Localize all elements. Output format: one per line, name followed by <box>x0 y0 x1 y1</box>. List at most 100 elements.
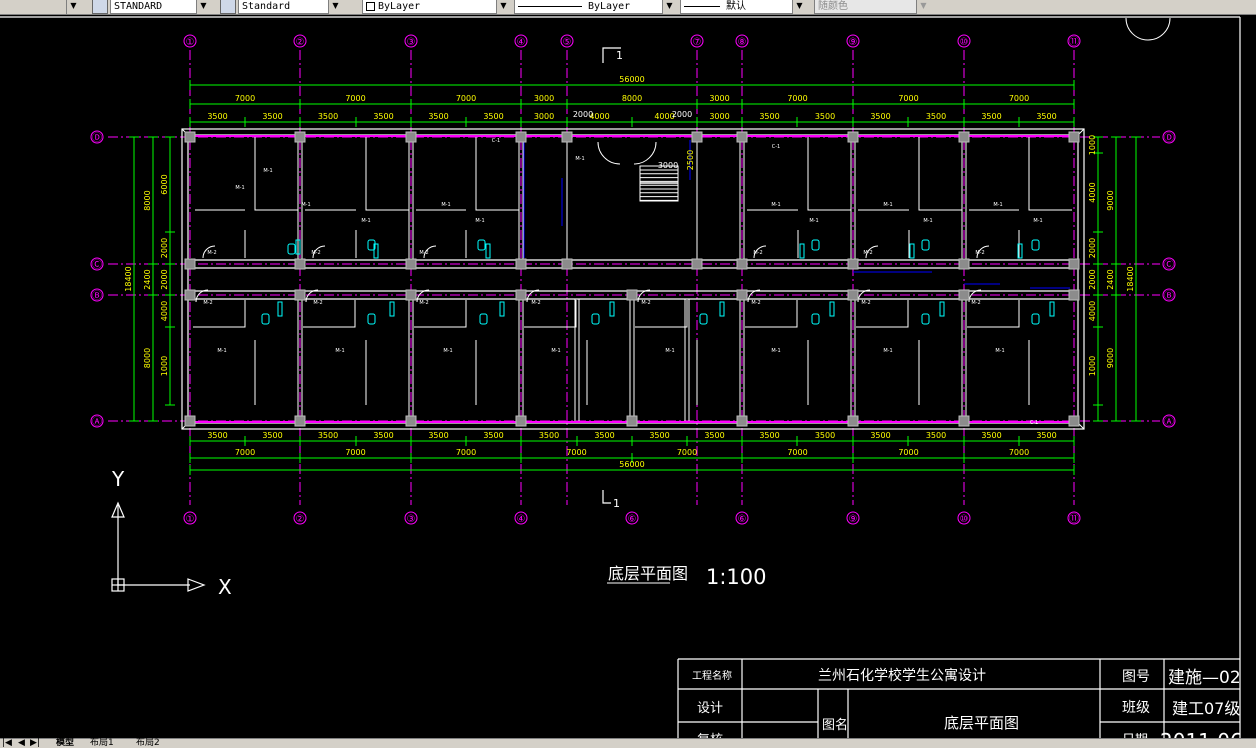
dropdown-arrow-icon[interactable]: ▼ <box>328 0 342 14</box>
sink-icon <box>485 243 491 259</box>
section-mark-bottom-label: 1 <box>613 497 620 510</box>
window-tag: C-1 <box>772 144 780 150</box>
dim-half-top-text: 3500 <box>428 112 448 121</box>
axis-label-bottom: ⑩ <box>960 514 969 525</box>
dim-half-top-text: 3500 <box>318 112 338 121</box>
tab-nav-first-icon[interactable]: |◀ <box>2 738 12 748</box>
dropdown-arrow-icon[interactable]: ▼ <box>66 0 80 14</box>
layer-select[interactable]: ByLayer <box>362 0 510 14</box>
dim-half-bottom-text: 3500 <box>539 431 559 440</box>
dim-bay-top-text: 7000 <box>235 94 255 103</box>
axis-label-right-circle <box>1162 130 1176 144</box>
dim-half-bottom-text: 3500 <box>483 431 503 440</box>
column <box>736 131 748 143</box>
axis-label-top-circle <box>735 34 749 48</box>
axis-label-bottom-circle <box>625 511 639 525</box>
column <box>294 131 306 143</box>
project-name: 兰州石化学校学生公寓设计 <box>818 667 986 684</box>
column <box>405 258 417 270</box>
dim-left-inner-text: 1000 <box>160 356 169 376</box>
dim-total-bottom-text: 56000 <box>619 460 644 469</box>
dropdown-arrow-icon[interactable]: ▼ <box>662 0 676 14</box>
sink-icon <box>609 301 615 317</box>
tab-model[interactable]: 模型 <box>56 738 75 748</box>
column <box>184 131 196 143</box>
dropdown-arrow-icon[interactable]: ▼ <box>916 0 930 14</box>
column <box>736 415 748 427</box>
layer-value: ByLayer <box>378 1 421 12</box>
drawing-name-label: 图名 <box>822 717 848 733</box>
axis-label-left-circle <box>90 130 104 144</box>
dim-right-inner-text: 2000 <box>1088 269 1097 289</box>
door-arc-icon <box>312 245 326 259</box>
axis-label-right: Ⓐ <box>1164 416 1174 428</box>
text-style-icon[interactable] <box>92 0 108 14</box>
dim-half-top-text: 3500 <box>207 112 227 121</box>
axis-label-top-circle <box>690 34 704 48</box>
lineweight-select[interactable]: 默认 <box>680 0 806 14</box>
dim-left-mid-text: 8000 <box>143 348 152 368</box>
door-tag: M-2 <box>313 300 322 306</box>
linetype-select[interactable]: ByLayer <box>514 0 676 14</box>
axis-label-top-circle <box>560 34 574 48</box>
room-tag: M-1 <box>441 202 450 208</box>
axis-label-top: ① <box>186 37 195 48</box>
axis-label-bottom-circle <box>735 511 749 525</box>
column <box>561 258 573 270</box>
dim-half-bottom-text: 3500 <box>262 431 282 440</box>
door-arc-icon <box>195 289 209 303</box>
axis-label-top: ⑧ <box>738 37 747 48</box>
door-arc-icon <box>305 289 319 303</box>
room-tag: M-1 <box>923 218 932 224</box>
column <box>736 258 748 270</box>
axis-label-top-circle <box>846 34 860 48</box>
stair-dim-text: 2500 <box>686 150 695 170</box>
door-tag: M-2 <box>861 300 870 306</box>
column <box>958 415 970 427</box>
column <box>847 289 859 301</box>
dim-bay-top-text: 7000 <box>787 94 807 103</box>
ucs-icon <box>111 501 206 592</box>
axis-label-bottom-circle <box>1067 511 1081 525</box>
column <box>626 289 638 301</box>
door-tag: M-2 <box>975 250 984 256</box>
tab-nav-prev-icon[interactable]: ◀ <box>18 738 25 748</box>
door-arc-icon <box>416 289 430 303</box>
dim-style-icon[interactable] <box>220 0 236 14</box>
column <box>958 131 970 143</box>
tab-nav-next-icon[interactable]: ▶| <box>30 738 40 748</box>
door-arc-icon <box>865 245 879 259</box>
dim-style-select[interactable]: Standard <box>238 0 342 14</box>
dim-bay-top-text: 7000 <box>1009 94 1029 103</box>
dim-half-bottom-text: 3500 <box>207 431 227 440</box>
plot-style-select[interactable]: 随颜色 <box>814 0 930 14</box>
tab-layout2[interactable]: 布局2 <box>136 738 160 748</box>
dim-half-bottom-text: 3500 <box>649 431 669 440</box>
text-style-select[interactable]: STANDARD <box>110 0 210 14</box>
dim-right-inner-text: 2000 <box>1088 238 1097 258</box>
dropdown-arrow-icon[interactable]: ▼ <box>496 0 510 14</box>
door-tag: M-2 <box>419 300 428 306</box>
tab-layout1[interactable]: 布局1 <box>90 738 114 748</box>
dim-left-inner-text: 2000 <box>160 269 169 289</box>
plan-scale: 1:100 <box>706 565 767 589</box>
dropdown-arrow-icon[interactable]: ▼ <box>792 0 806 14</box>
sink-icon <box>829 301 835 317</box>
layout-tab-bar: |◀ ◀ ▶| 模型 布局1 布局2 <box>0 738 1256 748</box>
room-tag: M-1 <box>883 348 892 354</box>
entrance-door-icon <box>597 141 621 165</box>
axis-label-left: Ⓓ <box>92 132 102 144</box>
dim-half-bottom-text: 3500 <box>318 431 338 440</box>
dropdown-arrow-icon[interactable]: ▼ <box>196 0 210 14</box>
bathroom-wall <box>414 300 467 328</box>
sink-icon <box>719 301 725 317</box>
room-tag: M-1 <box>883 202 892 208</box>
bathroom-wall <box>365 137 409 211</box>
column <box>847 415 859 427</box>
drawing-name: 底层平面图 <box>944 714 1019 732</box>
room-tag: M-1 <box>993 202 1002 208</box>
dim-bay-bottom-text: 7000 <box>235 448 255 457</box>
axis-label-right: Ⓑ <box>1164 290 1174 302</box>
